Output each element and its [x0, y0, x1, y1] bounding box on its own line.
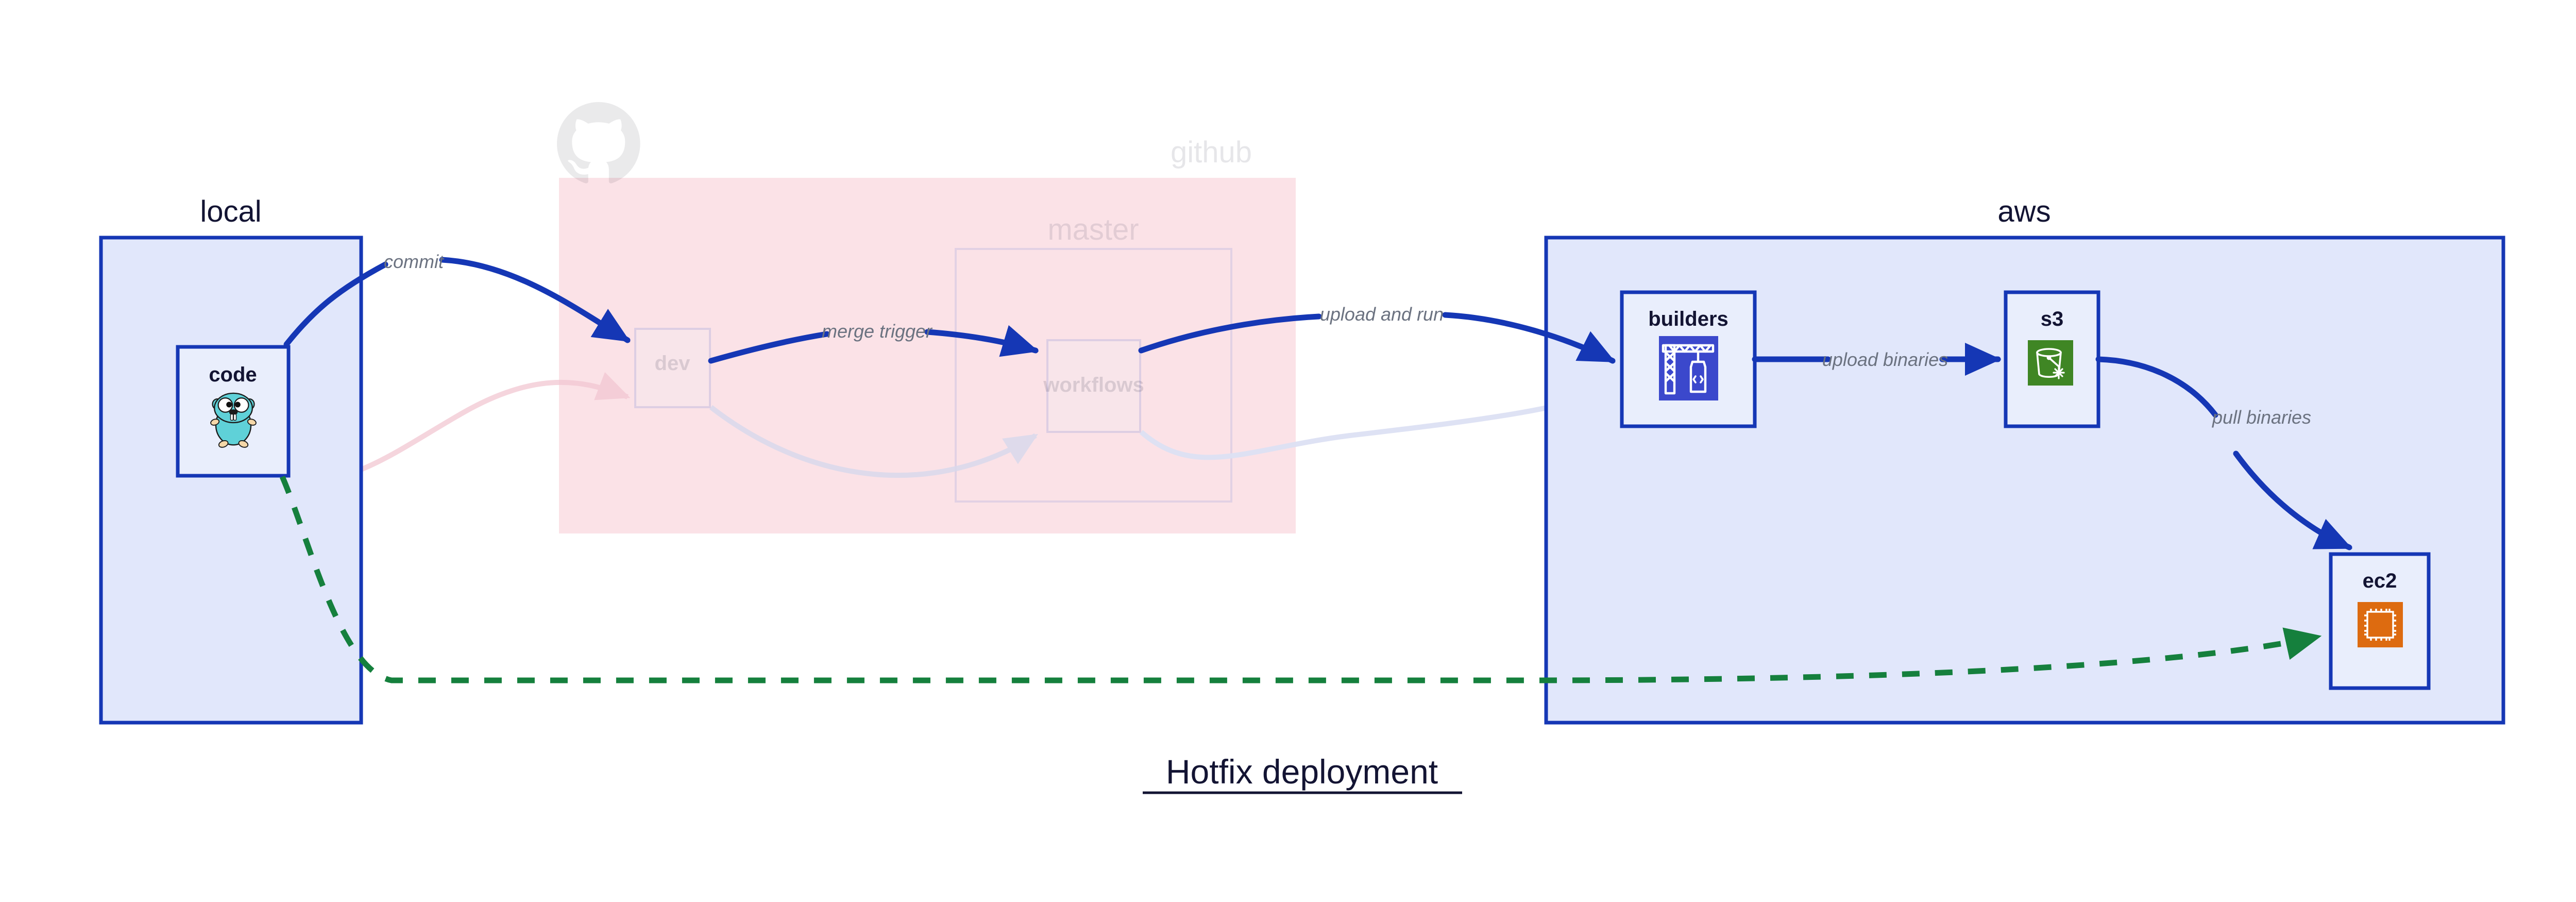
edge-path-wf-builders-b	[1442, 312, 1616, 364]
node-ec2-label: ec2	[2363, 570, 2397, 592]
edge-label-commit: commit	[384, 251, 445, 272]
cluster-aws-label: aws	[1997, 195, 2050, 228]
node-workflows[interactable]: workflows	[1043, 339, 1144, 433]
node-dev-box[interactable]	[634, 328, 711, 408]
aws-ec2-chip-icon	[2358, 602, 2403, 647]
faded-edge-dev-workflows	[709, 405, 1038, 478]
edge-label-upload-and-run: upload and run	[1320, 304, 1444, 325]
cluster-local-label: local	[200, 195, 261, 228]
node-s3[interactable]: s3	[2004, 290, 2100, 428]
node-code-label: code	[209, 363, 257, 386]
node-s3-label: s3	[2041, 308, 2064, 330]
github-octocat-icon	[557, 102, 640, 183]
edge-path-s3-ec2-b	[2233, 450, 2352, 550]
node-dev[interactable]: dev	[634, 328, 711, 408]
cluster-github-label: github	[1171, 136, 1252, 169]
edge-label-upload-binaries: upload binaries	[1822, 349, 1948, 370]
node-workflows-box[interactable]	[1046, 339, 1141, 433]
node-builders[interactable]: builders	[1620, 290, 1757, 428]
edge-label-merge-trigger: merge trigger	[822, 321, 933, 342]
node-code[interactable]: code	[176, 345, 291, 478]
edge-path-code-dev-b	[439, 257, 631, 343]
node-ec2[interactable]: ec2	[2329, 552, 2431, 690]
edge-path-code-ec2-dashed	[279, 475, 2322, 683]
aws-codebuild-icon	[1659, 336, 1718, 400]
node-workflows-label: workflows	[1043, 374, 1144, 396]
cluster-master-label: master	[1047, 213, 1139, 246]
edge-group-solid: commit merge trigger upload and run uplo…	[279, 251, 2352, 683]
edge-path-code-dev-a	[283, 261, 388, 347]
edge-label-pull-binaries: pull binaries	[2212, 407, 2311, 428]
edge-path-dev-wf-a	[708, 331, 830, 364]
node-dev-label: dev	[655, 352, 691, 375]
cluster-master-box	[955, 248, 1232, 503]
go-gopher-icon	[210, 392, 257, 448]
cluster-local-box	[99, 236, 363, 725]
aws-s3-bucket-icon	[2028, 340, 2073, 386]
edge-path-dev-wf-b	[924, 325, 1039, 357]
edge-path-s3-ec2-a	[2095, 356, 2218, 418]
diagram-title: Hotfix deployment	[1143, 753, 1462, 794]
cluster-master: master	[955, 213, 1232, 503]
edge-path-wf-builders-a	[1138, 313, 1322, 354]
cluster-local: local	[99, 195, 363, 725]
diagram-title-text: Hotfix deployment	[1166, 753, 1438, 791]
node-builders-label: builders	[1648, 308, 1728, 330]
